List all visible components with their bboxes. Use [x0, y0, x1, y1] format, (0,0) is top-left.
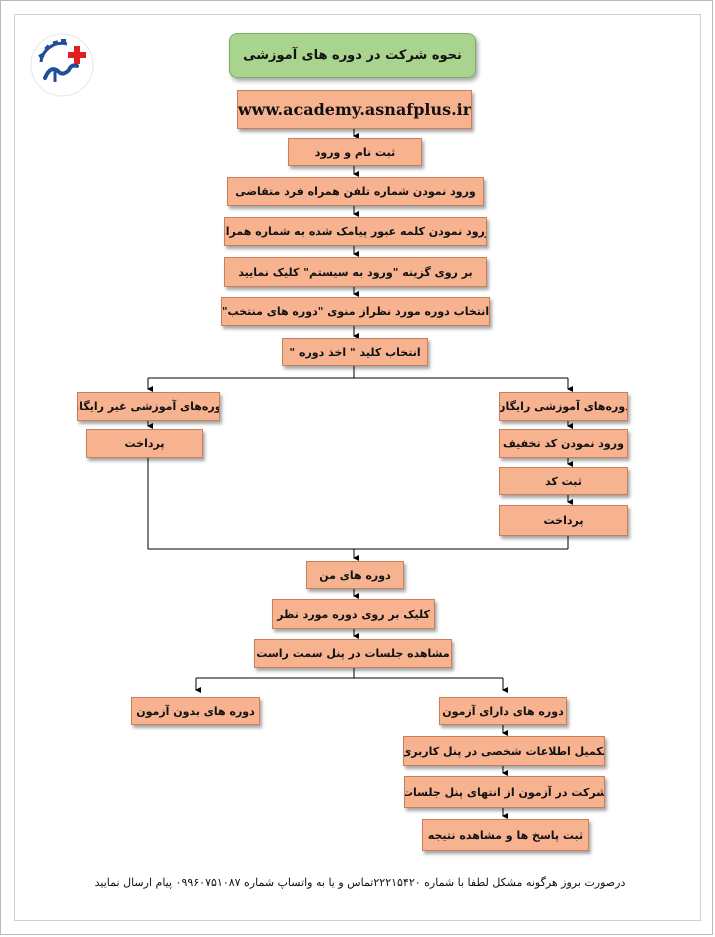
- click-course-box: کلیک بر روی دوره مورد نظر: [272, 599, 435, 629]
- step-choose-key: انتخاب کلید " اخذ دوره ": [282, 338, 428, 366]
- contact-footer: درصورت بروز هرگونه مشکل لطفا با شماره ۲۲…: [94, 876, 626, 889]
- view-sessions-box: مشاهده جلسات در پنل سمت راست: [254, 639, 452, 668]
- discount-code-box: ورود نمودن کد تخفیف: [499, 429, 628, 458]
- step-click-login: بر روی گزینه "ورود به سیستم" کلیک نمایید: [224, 257, 487, 287]
- diagram-title: نحوه شرکت در دوره های آموزشی: [229, 33, 476, 78]
- free-courses-box: دوره‌های آموزشی رایگان: [499, 392, 628, 421]
- step-register: ثبت نام و ورود: [288, 138, 422, 166]
- submit-code-box: ثبت کد: [499, 467, 628, 495]
- no-exam-courses-box: دوره های بدون آزمون: [131, 697, 260, 725]
- diagram-border: [14, 14, 701, 921]
- step-enter-phone: ورود نمودن شماره تلفن همراه فرد متقاضی: [227, 177, 484, 206]
- website-url: www.academy.asnafplus.ir: [237, 90, 472, 129]
- paid-courses-box: دوره‌های آموزشی غیر رایگان: [77, 392, 220, 421]
- step-select-course: انتخاب دوره مورد نظراز منوی "دوره های من…: [221, 297, 490, 326]
- complete-info-box: تکمیل اطلاعات شخصی در پنل کاربری: [403, 736, 605, 766]
- exam-courses-box: دوره های دارای آزمون: [439, 697, 567, 725]
- free-pay-box: پرداخت: [499, 505, 628, 536]
- take-exam-box: شرکت در آزمون از انتهای پنل جلسات: [404, 776, 605, 808]
- submit-answers-box: ثبت پاسخ ها و مشاهده نتیجه: [422, 819, 589, 851]
- my-courses-box: دوره های من: [306, 561, 404, 589]
- paid-pay-box: پرداخت: [86, 429, 203, 458]
- asnaf-logo-icon: [29, 32, 95, 98]
- step-enter-code: ورود نمودن کلمه عبور پیامک شده به شماره …: [224, 217, 487, 246]
